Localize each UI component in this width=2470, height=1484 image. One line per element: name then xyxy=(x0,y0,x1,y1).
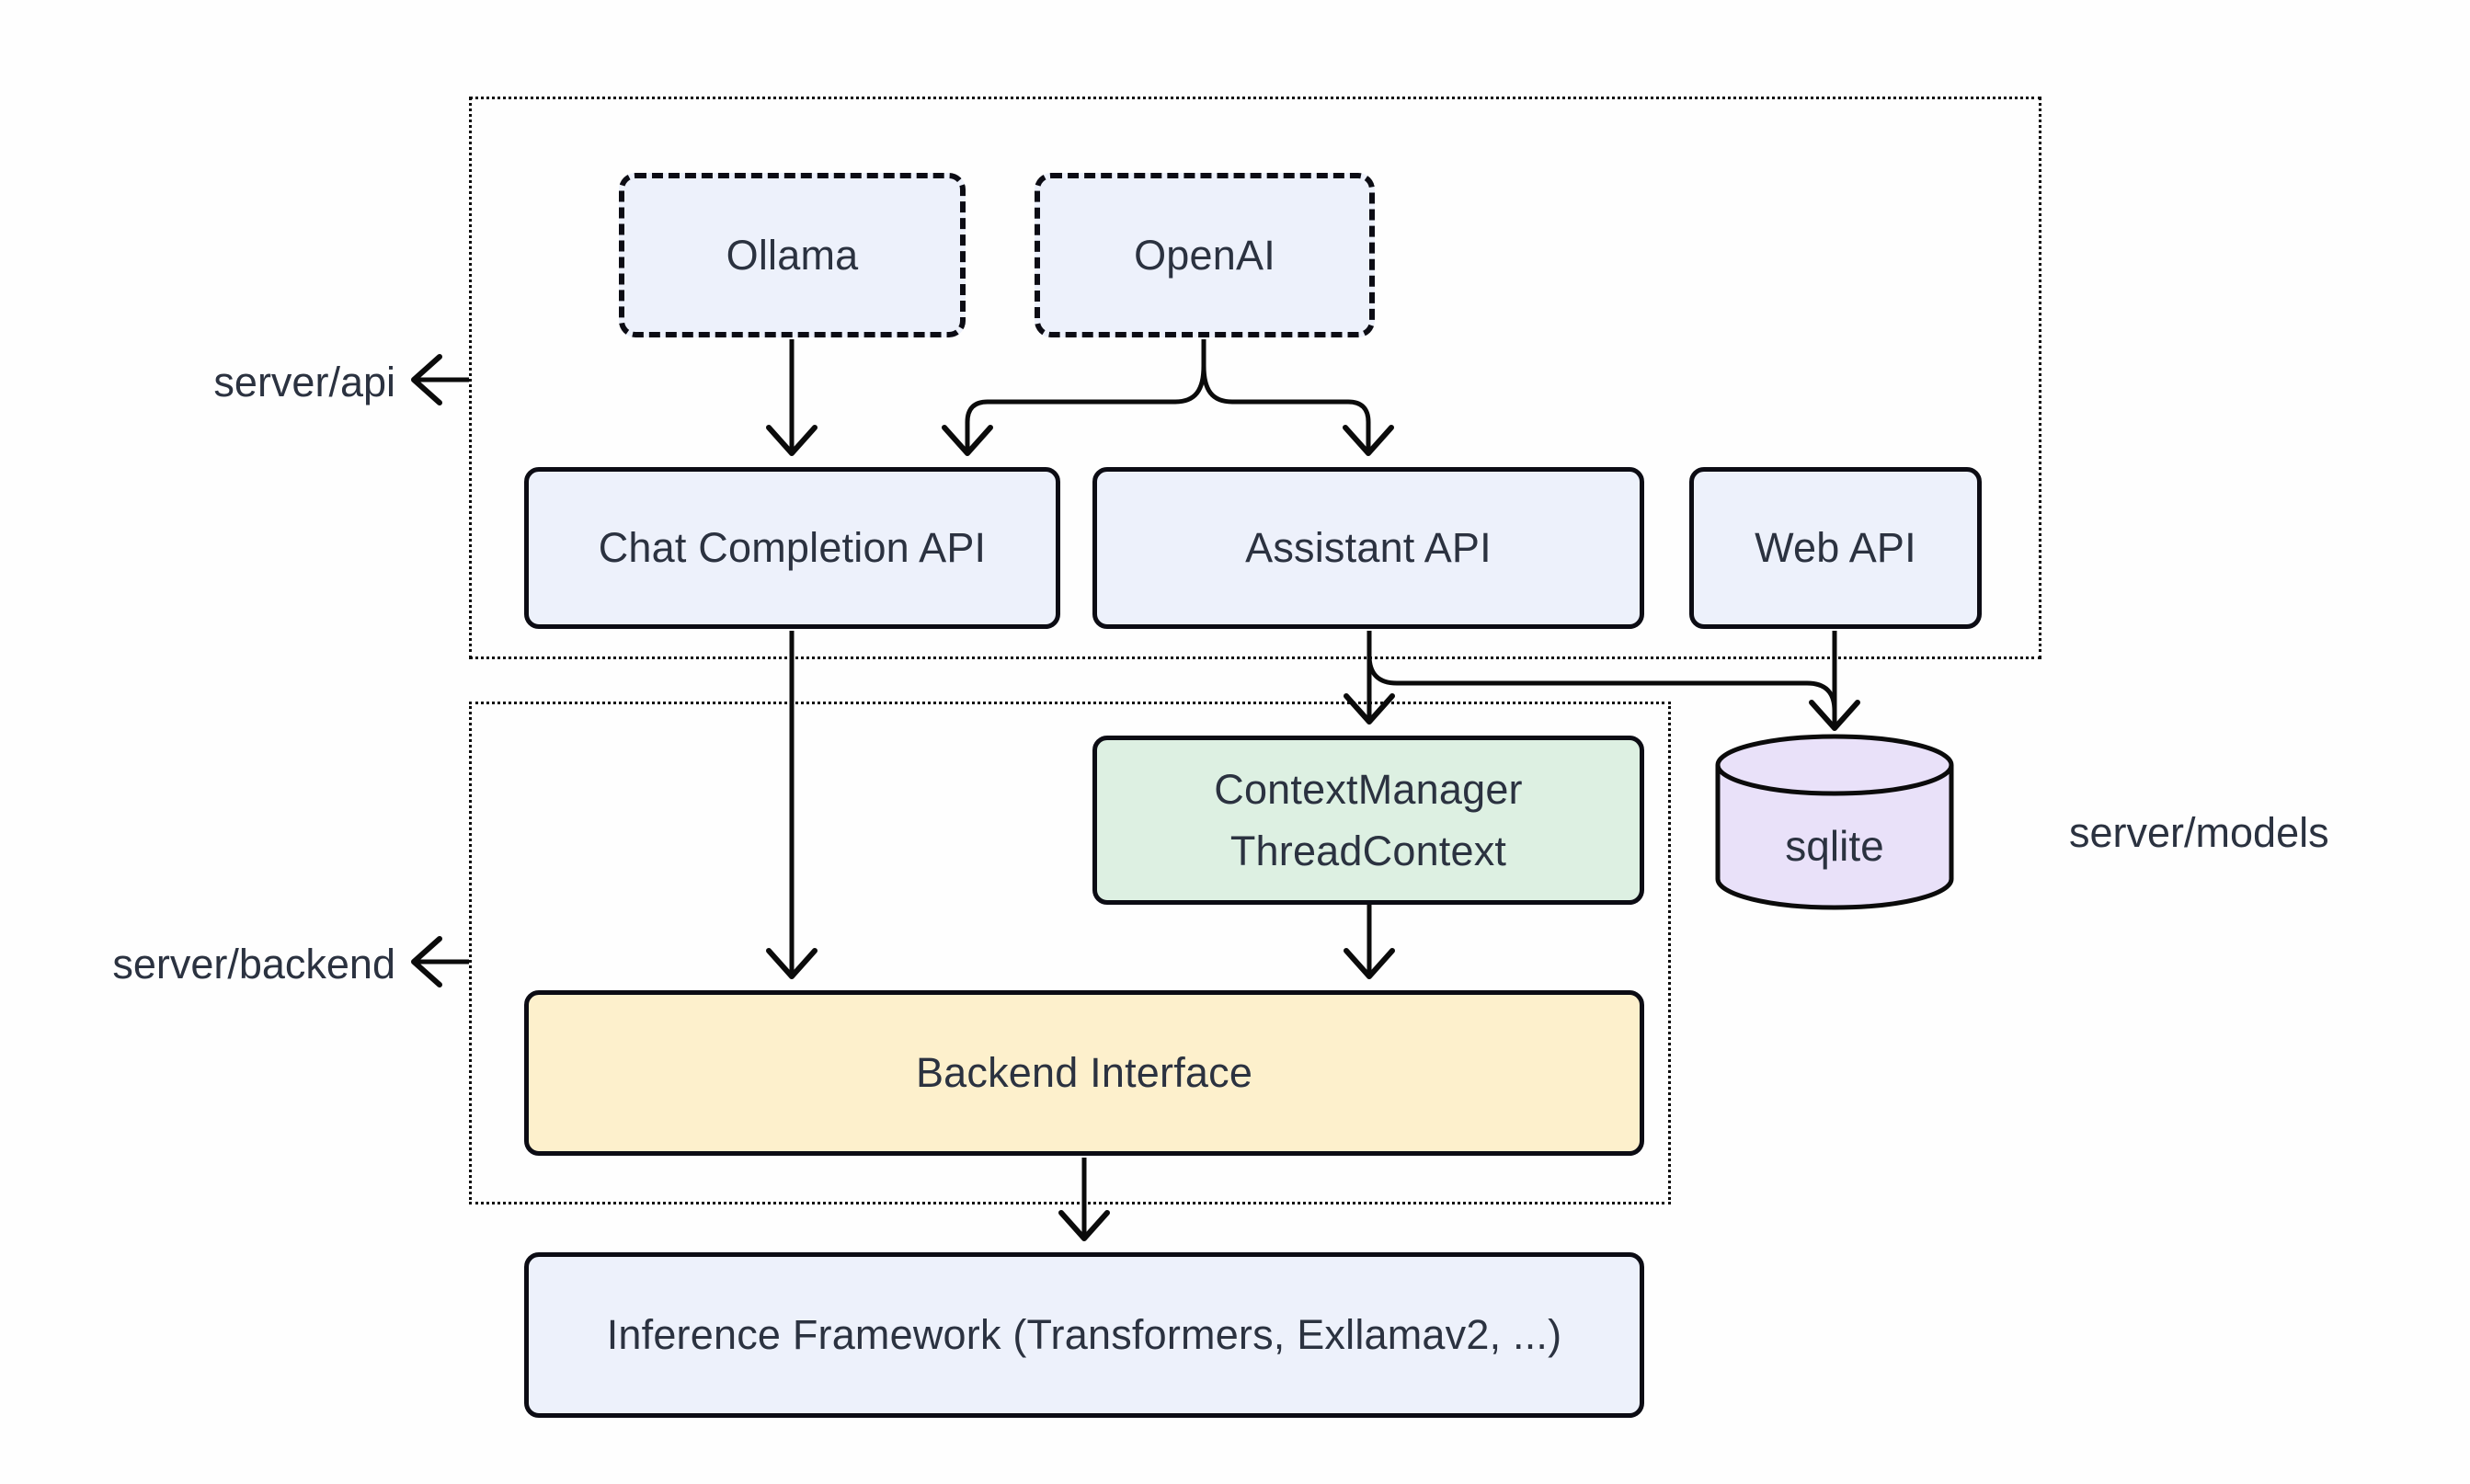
server-backend-group xyxy=(469,702,1671,1204)
node-inference-framework-label: Inference Framework (Transformers, Exlla… xyxy=(606,1311,1562,1358)
server-models-label: server/models xyxy=(2069,809,2437,857)
node-ollama: Ollama xyxy=(619,173,966,337)
context-manager-line2: ThreadContext xyxy=(1229,828,1507,874)
server-backend-label-text: server/backend xyxy=(112,941,395,987)
server-models-label-text: server/models xyxy=(2069,809,2329,856)
sqlite-label-text: sqlite xyxy=(1785,822,1884,870)
node-backend-interface: Backend Interface xyxy=(524,990,1644,1156)
node-web-api-label: Web API xyxy=(1755,524,1916,571)
node-context-manager: ContextManager ThreadContext xyxy=(1092,736,1644,905)
node-ollama-label: Ollama xyxy=(726,231,859,279)
edge-assistant-api-to-sqlite xyxy=(1367,644,1837,726)
server-api-group xyxy=(469,97,2041,659)
server-backend-label: server/backend xyxy=(69,941,395,988)
node-assistant-api: Assistant API xyxy=(1092,467,1644,629)
context-manager-line1: ContextManager xyxy=(1214,765,1523,813)
node-openai: OpenAI xyxy=(1035,173,1375,337)
node-sqlite-label: sqlite xyxy=(1718,809,1951,883)
server-api-label-text: server/api xyxy=(213,359,395,405)
node-assistant-api-label: Assistant API xyxy=(1245,524,1492,571)
node-chat-completion-api: Chat Completion API xyxy=(524,467,1060,629)
edge-openai-to-assistant-api xyxy=(1201,339,1394,456)
edge-openai-to-chat-api xyxy=(942,339,1206,456)
node-chat-completion-api-label: Chat Completion API xyxy=(598,524,987,571)
node-context-manager-label: ContextManager ThreadContext xyxy=(1214,759,1523,883)
sqlite-cylinder xyxy=(1715,734,1954,910)
node-backend-interface-label: Backend Interface xyxy=(915,1049,1253,1096)
node-openai-label: OpenAI xyxy=(1134,231,1275,279)
server-api-label: server/api xyxy=(120,359,395,406)
node-web-api: Web API xyxy=(1689,467,1982,629)
node-inference-framework: Inference Framework (Transformers, Exlla… xyxy=(524,1252,1644,1418)
